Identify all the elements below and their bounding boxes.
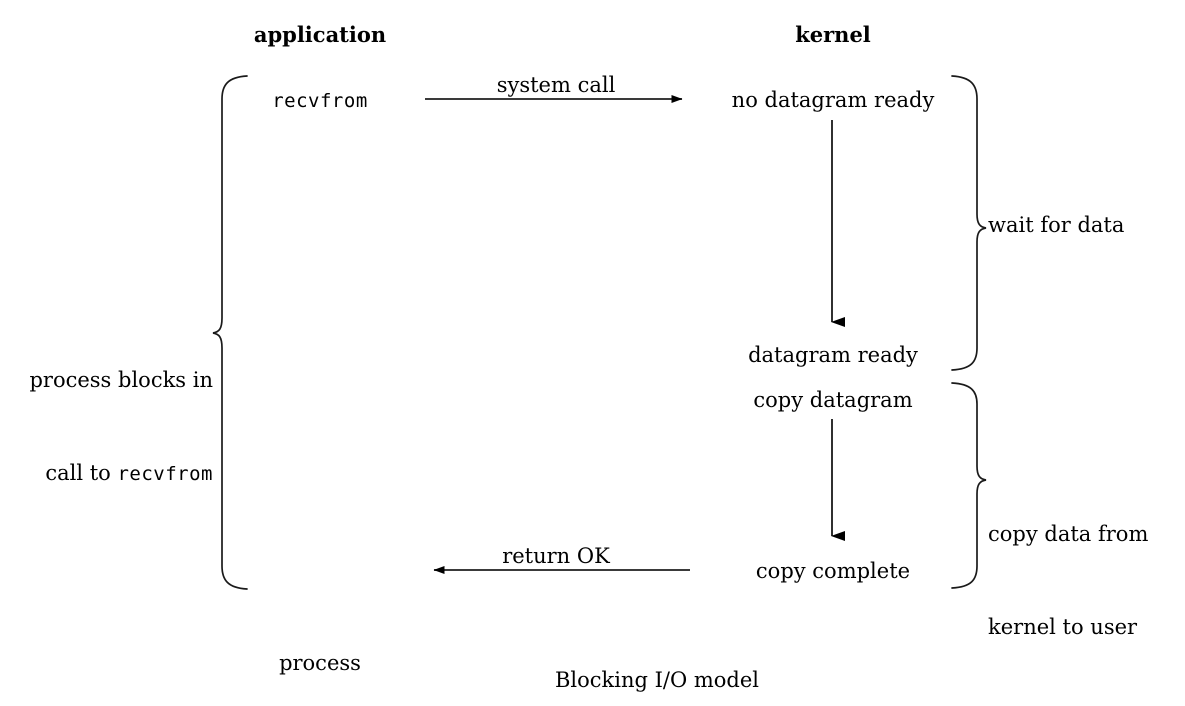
kernel-step-datagram-ready: datagram ready [748,343,918,367]
kernel-step-copy-datagram: copy datagram [753,388,913,412]
return-ok-arrow-label: return OK [502,544,610,568]
system-call-arrow-label: system call [496,73,616,97]
wait-for-data-brace [951,75,987,371]
copy-data-brace [951,382,987,589]
copy-data-label-line1: copy data from [988,522,1149,546]
kernel-step-no-datagram-ready: no datagram ready [731,88,935,112]
copy-data-label-line2: kernel to user [988,615,1138,639]
process-blocks-note-line2-code: recvfrom [117,463,213,485]
application-recvfrom-call: recvfrom [272,90,368,112]
column-header-kernel: kernel [795,22,871,47]
process-datagram-result: process datagram [269,586,372,706]
kernel-step-copy-complete: copy complete [755,559,911,583]
application-blocking-brace [212,75,248,590]
column-header-application: application [253,22,387,47]
figure-caption: Blocking I/O model [554,668,760,692]
process-blocks-note-line2-prefix: call to [45,461,118,485]
process-blocks-note: process blocks in call to recvfrom [29,303,213,552]
process-blocks-note-line2: call to recvfrom [29,458,213,490]
process-blocks-note-line1: process blocks in [29,368,213,392]
wait-for-data-label: wait for data [988,213,1125,237]
copy-data-label: copy data from kernel to user [988,457,1148,705]
process-datagram-line1: process [279,651,361,675]
